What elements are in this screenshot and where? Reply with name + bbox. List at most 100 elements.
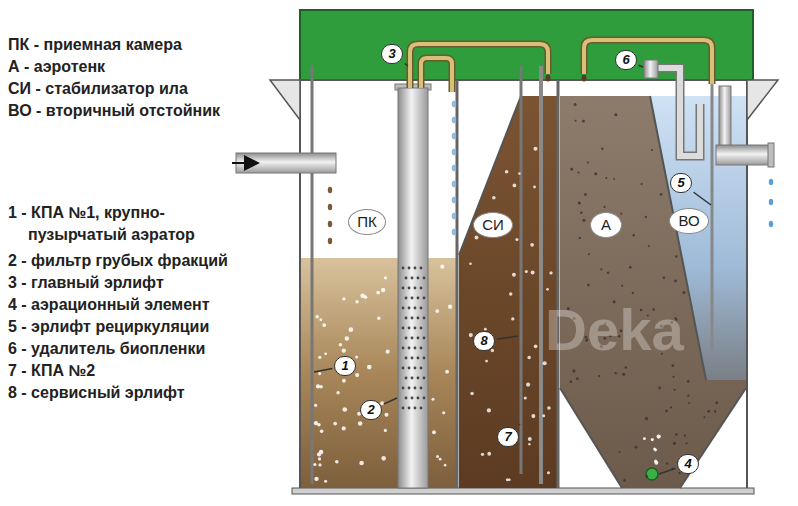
bubble (582, 120, 585, 123)
bubble (515, 238, 518, 241)
bubbles (469, 147, 553, 482)
bubble (688, 402, 690, 404)
bubble (432, 430, 436, 434)
filter-hole (408, 387, 411, 390)
filter-hole (414, 347, 417, 350)
legend-item: 6 - удалитель биопленки (8, 338, 205, 360)
bubble (381, 456, 386, 461)
filter-hole (423, 297, 426, 300)
bubble (619, 451, 621, 453)
bubble (528, 437, 532, 441)
filter-hole (423, 377, 426, 380)
bubble (384, 276, 387, 279)
drop (452, 149, 456, 156)
bubble (605, 177, 607, 179)
bubble (318, 356, 321, 359)
bubble (439, 458, 442, 461)
partition-wall (557, 80, 560, 488)
bubble (342, 348, 346, 352)
bubble (469, 333, 473, 337)
filter-hole (402, 347, 405, 350)
filter-hole (420, 407, 423, 410)
bubble (600, 268, 602, 270)
bubble (672, 376, 674, 378)
filter-hole (414, 367, 417, 370)
bubble (584, 193, 587, 196)
bubble (355, 300, 358, 303)
legend-item: 7 - КПА №2 (8, 360, 95, 382)
callout-number: 2 (360, 400, 381, 420)
filter-hole (402, 287, 405, 290)
filter-hole (414, 287, 417, 290)
bubbles (432, 265, 453, 467)
biofilm-remover-pipe (652, 68, 700, 156)
bubble (598, 375, 600, 377)
bubble (641, 183, 643, 185)
bubble (320, 429, 324, 433)
filter-hole (411, 377, 414, 380)
bubble (448, 304, 452, 308)
bubble (317, 423, 320, 426)
bubble (381, 288, 385, 292)
bubble (645, 417, 648, 420)
callout-number: 3 (381, 44, 402, 64)
bubble (342, 297, 345, 300)
outlet-riser (719, 86, 731, 146)
drop (452, 197, 456, 204)
bubble (582, 219, 585, 222)
bubble (703, 416, 705, 418)
aerator-tube (311, 66, 314, 484)
filter-hole (402, 267, 405, 270)
tank-flange (747, 80, 778, 120)
bubble (487, 408, 491, 412)
filter-hole (423, 397, 426, 400)
airlift-pipe (584, 40, 712, 84)
bubble (316, 384, 320, 388)
filter-hole (420, 267, 423, 270)
bubble (576, 377, 579, 380)
drop (769, 221, 773, 228)
bubble (687, 380, 690, 383)
callout-number: 8 (473, 331, 494, 351)
bubble (336, 391, 339, 394)
filter-hole (405, 277, 408, 280)
bubble (432, 398, 435, 401)
leader-line (497, 336, 518, 339)
chamber-label: А (590, 212, 622, 238)
filter-hole (411, 397, 414, 400)
legend-item: 8 - сервисный эрлифт (8, 382, 185, 404)
bubble (665, 410, 668, 413)
bubble (367, 365, 372, 370)
bubble (525, 270, 528, 273)
filter-hole (417, 337, 420, 340)
bubble (547, 406, 551, 410)
bubble (542, 414, 545, 417)
bubble (440, 265, 444, 269)
chamber-label: ВО (669, 208, 708, 234)
bubbles (313, 315, 323, 481)
bubble (684, 435, 686, 437)
leader-line (405, 63, 408, 66)
drop (452, 181, 456, 188)
callout-number: 6 (615, 50, 636, 70)
filter-hole (414, 407, 417, 410)
bubble (687, 395, 689, 397)
bubble (314, 404, 317, 407)
bubble (342, 379, 346, 383)
bubble (570, 380, 573, 383)
airlift-pipe (410, 44, 548, 88)
bubble (333, 422, 337, 426)
bubble (603, 206, 605, 208)
bubble (442, 411, 445, 414)
bubble (674, 389, 676, 391)
bubble (575, 120, 577, 122)
chamber-code: СИ (482, 216, 504, 234)
filter-hole (420, 347, 423, 350)
bubble (317, 452, 321, 456)
bubble (623, 479, 626, 482)
filter-hole (423, 337, 426, 340)
bubble (436, 455, 439, 458)
drop (452, 101, 456, 108)
filter-hole (411, 357, 414, 360)
